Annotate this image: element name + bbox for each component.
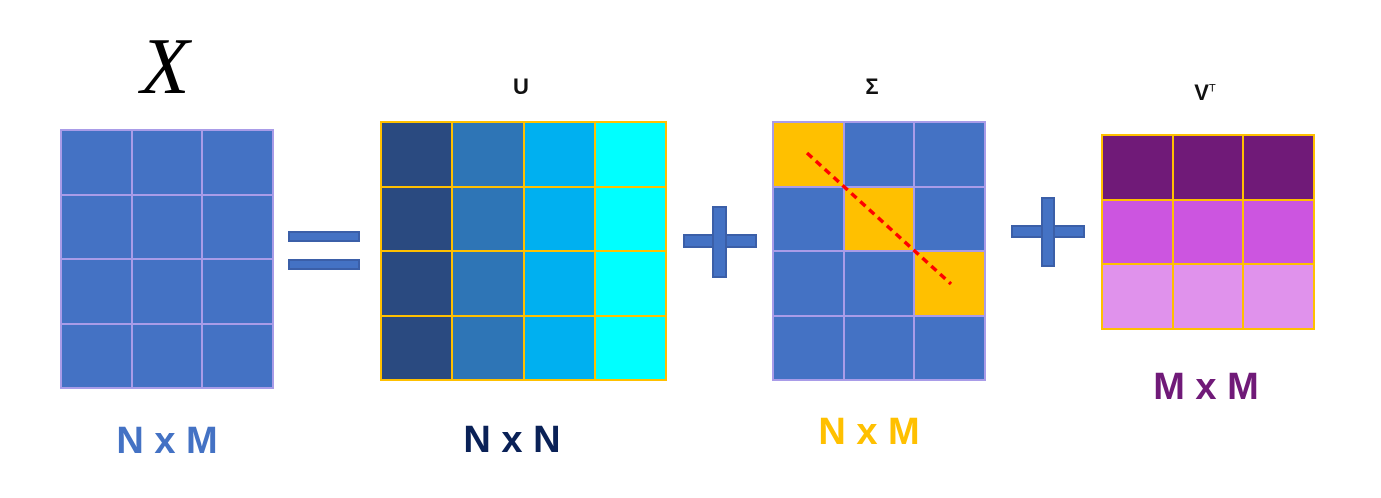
matrix-u bbox=[380, 121, 667, 381]
matrix-sigma-cell bbox=[843, 251, 915, 316]
matrix-x-cell bbox=[202, 323, 273, 388]
matrix-vt-cell bbox=[1243, 199, 1314, 265]
matrix-x-cell bbox=[131, 194, 203, 259]
matrix-sigma-cell bbox=[914, 186, 985, 251]
matrix-u-title: U bbox=[513, 74, 529, 99]
matrix-x-cell bbox=[202, 130, 273, 195]
matrix-sigma-title: Σ bbox=[865, 74, 879, 99]
matrix-vt-title-base: V bbox=[1194, 80, 1209, 105]
matrix-sigma-cell bbox=[773, 122, 844, 187]
equals-bar-bottom bbox=[288, 259, 360, 270]
matrix-u-dimension: N x N bbox=[463, 419, 561, 461]
matrix-x-cell bbox=[202, 259, 273, 324]
matrix-u-cell bbox=[594, 186, 666, 251]
matrix-u-cell bbox=[594, 251, 666, 316]
matrix-u-cell bbox=[452, 315, 524, 380]
matrix-vt-cell bbox=[1172, 264, 1244, 329]
matrix-x-cell bbox=[131, 130, 203, 195]
matrix-sigma-cell bbox=[843, 186, 915, 251]
matrix-vt bbox=[1101, 134, 1315, 330]
matrix-vt-dimension: M x M bbox=[1153, 366, 1259, 408]
matrix-x-dimension: N x M bbox=[116, 420, 218, 462]
matrix-sigma-dimension: N x M bbox=[818, 411, 920, 453]
matrix-x-cell bbox=[61, 259, 132, 324]
plus-1-vertical bbox=[712, 206, 727, 278]
matrix-u-cell bbox=[452, 122, 524, 187]
matrix-sigma-cell bbox=[843, 315, 915, 380]
matrix-x-title: X bbox=[140, 23, 190, 111]
matrix-vt-cell bbox=[1102, 199, 1173, 265]
matrix-sigma-cell bbox=[773, 186, 844, 251]
matrix-u-cell bbox=[594, 315, 666, 380]
matrix-vt-cell bbox=[1243, 135, 1314, 200]
matrix-u-cell bbox=[381, 122, 453, 187]
matrix-sigma-cell bbox=[773, 315, 844, 380]
matrix-u-cell bbox=[523, 251, 595, 316]
matrix-sigma-cell bbox=[914, 122, 985, 187]
matrix-u-cell bbox=[381, 315, 453, 380]
matrix-sigma-cell bbox=[914, 251, 985, 316]
equals-bar-top bbox=[288, 231, 360, 242]
matrix-u-cell bbox=[381, 251, 453, 316]
matrix-x-cell bbox=[131, 323, 203, 388]
matrix-x-cell bbox=[61, 194, 132, 259]
matrix-u-cell bbox=[452, 186, 524, 251]
matrix-vt-cell bbox=[1172, 135, 1244, 200]
matrix-sigma-cell bbox=[843, 122, 915, 187]
matrix-u-cell bbox=[523, 315, 595, 380]
matrix-u-cell bbox=[381, 186, 453, 251]
matrix-vt-cell bbox=[1172, 199, 1244, 265]
matrix-u-cell bbox=[452, 251, 524, 316]
matrix-vt-cell bbox=[1102, 264, 1173, 329]
matrix-u-cell bbox=[594, 122, 666, 187]
matrix-u-cell bbox=[523, 122, 595, 187]
matrix-vt-cell bbox=[1243, 264, 1314, 329]
matrix-sigma bbox=[772, 121, 986, 381]
matrix-vt-title-superscript: T bbox=[1208, 82, 1216, 95]
matrix-x-cell bbox=[61, 130, 132, 195]
matrix-vt-title: VT bbox=[1194, 80, 1215, 106]
matrix-u-cell bbox=[523, 186, 595, 251]
matrix-sigma-cell bbox=[773, 251, 844, 316]
matrix-sigma-cell bbox=[914, 315, 985, 380]
matrix-x-cell bbox=[202, 194, 273, 259]
matrix-vt-cell bbox=[1102, 135, 1173, 200]
matrix-x bbox=[60, 129, 274, 389]
matrix-x-cell bbox=[131, 259, 203, 324]
matrix-x-cell bbox=[61, 323, 132, 388]
plus-2-vertical bbox=[1041, 197, 1055, 267]
